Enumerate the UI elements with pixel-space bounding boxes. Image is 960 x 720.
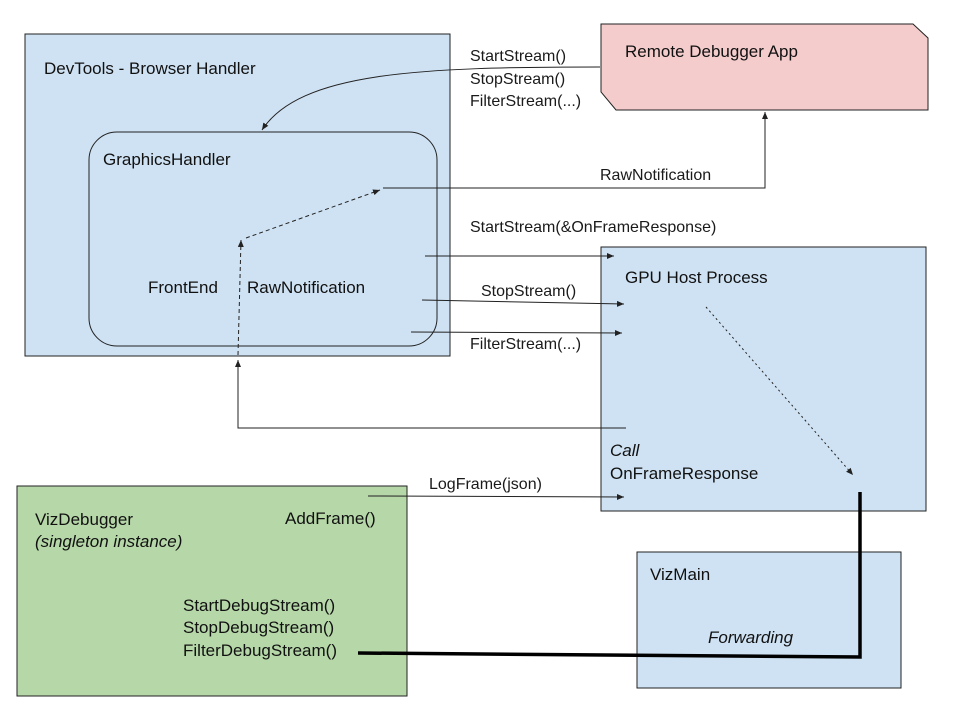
forwarding-thick-path bbox=[357, 492, 862, 659]
remote-debugger-box bbox=[600, 23, 929, 111]
viz-debugger-box bbox=[16, 485, 408, 697]
filter-debug-stream-label: FilterDebugStream() bbox=[183, 641, 337, 660]
remote-debugger-title: Remote Debugger App bbox=[625, 42, 798, 61]
devtools-title: DevTools - Browser Handler bbox=[44, 59, 256, 78]
raw-notification-arrow bbox=[383, 112, 768, 189]
viz-main-title: VizMain bbox=[650, 565, 711, 584]
raw-notification-edge-label: RawNotification bbox=[600, 167, 712, 184]
log-frame-edge-label: LogFrame(json) bbox=[429, 476, 542, 493]
frontend-to-raw-dashed-arrow bbox=[245, 189, 381, 239]
filter-stream-remote-label: FilterStream(...) bbox=[470, 93, 582, 110]
start-stream-remote-label: StartStream() bbox=[470, 48, 567, 65]
start-debug-stream-label: StartDebugStream() bbox=[183, 596, 336, 615]
viz-debugger-title: VizDebugger bbox=[35, 510, 133, 529]
frontend-label: FrontEnd bbox=[148, 278, 218, 297]
onframeresponse-label: OnFrameResponse bbox=[610, 464, 759, 483]
filter-stream-edge-label: FilterStream(...) bbox=[470, 336, 582, 353]
viz-debugger-subtitle: (singleton instance) bbox=[35, 532, 183, 551]
start-stream-edge-label: StartStream(&OnFrameResponse) bbox=[470, 219, 717, 236]
gpu-host-title: GPU Host Process bbox=[625, 268, 768, 287]
call-label: Call bbox=[610, 441, 640, 460]
stop-stream-remote-label: StopStream() bbox=[470, 71, 566, 88]
raw-notification-internal-label: RawNotification bbox=[247, 278, 366, 297]
graphics-handler-title: GraphicsHandler bbox=[103, 150, 231, 169]
stop-stream-edge-label: StopStream() bbox=[481, 283, 577, 300]
remote-to-graphics-arrow bbox=[261, 66, 601, 131]
add-frame-label: AddFrame() bbox=[285, 509, 376, 528]
callback-dashed-arrow bbox=[237, 239, 244, 356]
call-onframeresponse-arrow bbox=[235, 360, 626, 429]
forwarding-label: Forwarding bbox=[708, 628, 794, 647]
filter-stream-arrow bbox=[410, 329, 623, 336]
gpu-dotted-arrow bbox=[705, 306, 854, 476]
graphics-handler-box bbox=[88, 131, 438, 347]
viz-main-box bbox=[636, 551, 902, 689]
stop-stream-arrow bbox=[421, 299, 625, 307]
log-frame-arrow bbox=[367, 493, 625, 500]
gpu-host-process-box bbox=[600, 246, 927, 512]
stop-debug-stream-label: StopDebugStream() bbox=[183, 618, 335, 637]
